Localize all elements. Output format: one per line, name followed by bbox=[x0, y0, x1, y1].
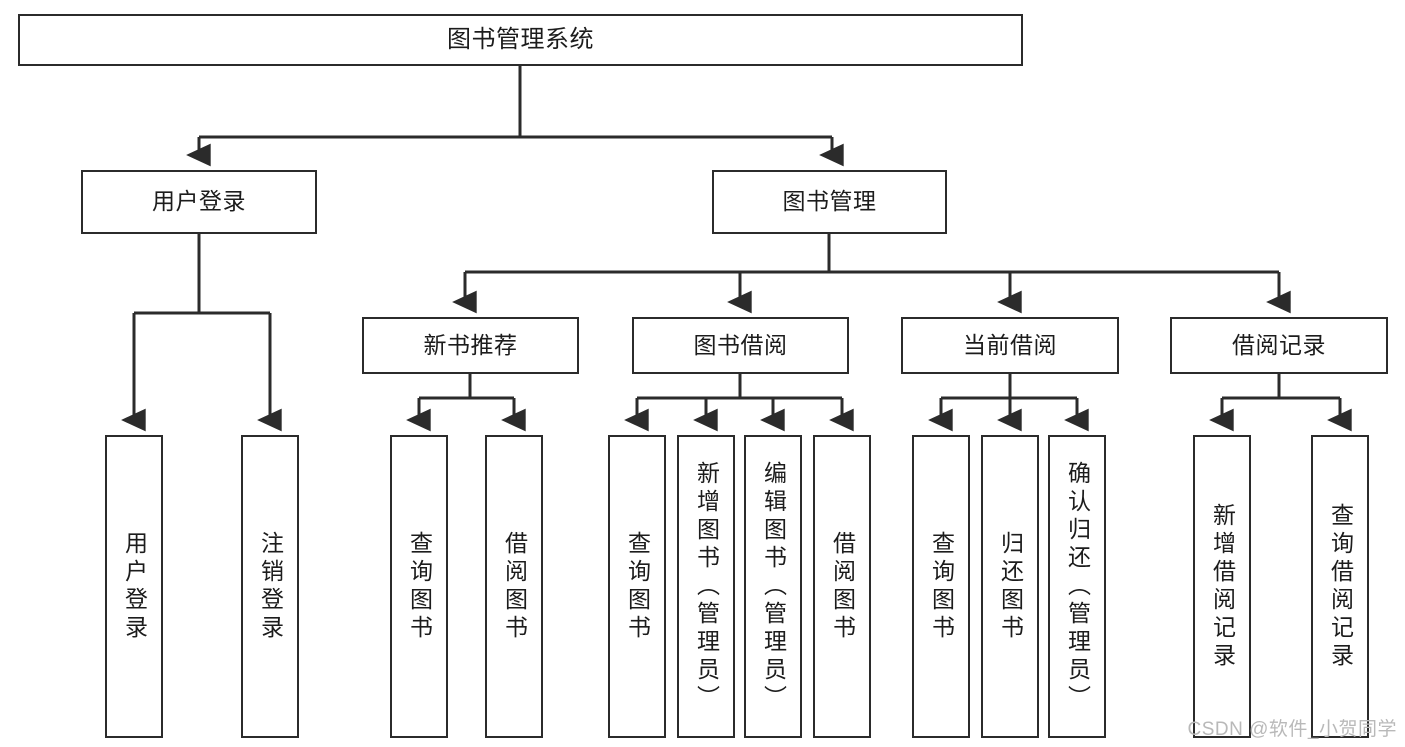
node-borrow-record-label: 借阅记录 bbox=[1232, 331, 1326, 358]
node-book-manage[interactable]: 图书管理 bbox=[712, 170, 947, 234]
node-leaf-borrow-book-1-label: 借阅图书 bbox=[501, 530, 528, 643]
node-book-manage-label: 图书管理 bbox=[782, 188, 877, 215]
node-current-borrow[interactable]: 当前借阅 bbox=[901, 317, 1119, 374]
node-leaf-add-book-label: 新增图书（管理员） bbox=[693, 460, 720, 713]
node-leaf-query-book-3[interactable]: 查询图书 bbox=[912, 435, 970, 738]
node-leaf-return-book-label: 归还图书 bbox=[997, 530, 1024, 643]
node-leaf-confirm-return[interactable]: 确认归还（管理员） bbox=[1048, 435, 1106, 738]
node-borrow-record[interactable]: 借阅记录 bbox=[1170, 317, 1388, 374]
node-leaf-user-logout[interactable]: 注销登录 bbox=[241, 435, 299, 738]
node-leaf-confirm-return-label: 确认归还（管理员） bbox=[1064, 460, 1091, 713]
node-leaf-user-logout-label: 注销登录 bbox=[257, 530, 284, 643]
node-current-borrow-label: 当前借阅 bbox=[963, 331, 1057, 358]
node-leaf-user-login-label: 用户登录 bbox=[121, 530, 148, 643]
node-root[interactable]: 图书管理系统 bbox=[18, 14, 1023, 66]
node-leaf-query-record[interactable]: 查询借阅记录 bbox=[1311, 435, 1369, 738]
node-leaf-borrow-book-2[interactable]: 借阅图书 bbox=[813, 435, 871, 738]
node-leaf-user-login[interactable]: 用户登录 bbox=[105, 435, 163, 738]
node-leaf-return-book[interactable]: 归还图书 bbox=[981, 435, 1039, 738]
node-user-login-label: 用户登录 bbox=[152, 188, 246, 215]
node-leaf-query-book-2[interactable]: 查询图书 bbox=[608, 435, 666, 738]
node-leaf-add-book[interactable]: 新增图书（管理员） bbox=[677, 435, 735, 738]
node-leaf-query-record-label: 查询借阅记录 bbox=[1327, 502, 1354, 671]
node-leaf-add-record-label: 新增借阅记录 bbox=[1209, 502, 1236, 671]
node-user-login[interactable]: 用户登录 bbox=[81, 170, 317, 234]
node-leaf-add-record[interactable]: 新增借阅记录 bbox=[1193, 435, 1251, 738]
node-leaf-query-book-1-label: 查询图书 bbox=[406, 530, 433, 643]
node-leaf-edit-book[interactable]: 编辑图书（管理员） bbox=[744, 435, 802, 738]
node-root-label: 图书管理系统 bbox=[447, 25, 594, 53]
node-book-borrow-label: 图书借阅 bbox=[693, 331, 788, 358]
node-leaf-edit-book-label: 编辑图书（管理员） bbox=[760, 460, 787, 713]
node-book-borrow[interactable]: 图书借阅 bbox=[632, 317, 849, 374]
node-leaf-borrow-book-2-label: 借阅图书 bbox=[829, 530, 856, 643]
node-leaf-query-book-2-label: 查询图书 bbox=[624, 530, 651, 643]
node-leaf-query-book-3-label: 查询图书 bbox=[928, 530, 955, 643]
node-leaf-query-book-1[interactable]: 查询图书 bbox=[390, 435, 448, 738]
node-new-book-rec-label: 新书推荐 bbox=[423, 331, 518, 358]
node-leaf-borrow-book-1[interactable]: 借阅图书 bbox=[485, 435, 543, 738]
node-new-book-rec[interactable]: 新书推荐 bbox=[362, 317, 579, 374]
